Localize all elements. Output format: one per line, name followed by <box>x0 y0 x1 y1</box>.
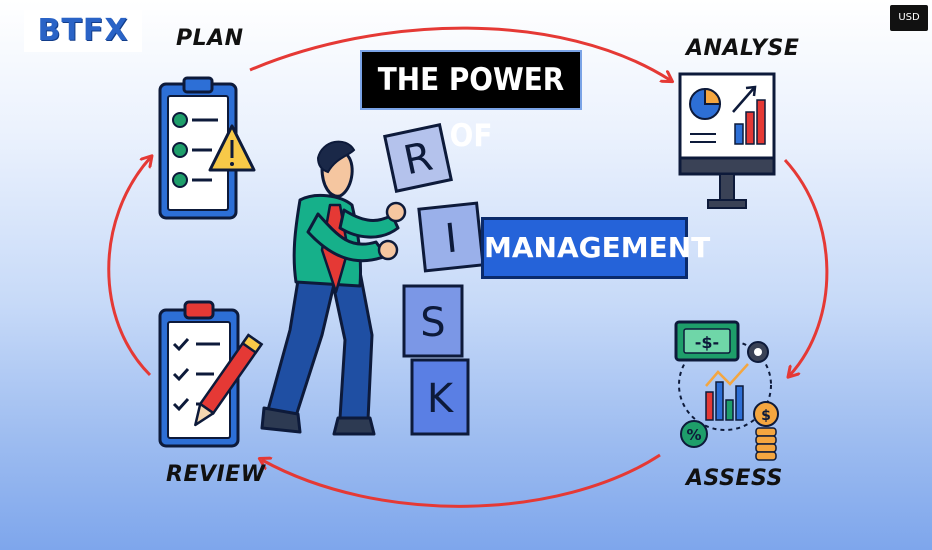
risk-block-i: I <box>417 201 485 273</box>
step-label-plan: PLAN <box>176 26 244 51</box>
arrow-analyse-to-assess <box>783 158 829 375</box>
person-figure <box>260 140 407 436</box>
clipboard-pencil-icon <box>158 300 264 448</box>
risk-block-k: K <box>410 358 470 436</box>
svg-text:-$-: -$- <box>695 333 719 352</box>
money-gear-chart-coins-icon: -$- % $ <box>674 320 779 461</box>
monitor-pie-bar-chart-icon <box>678 72 776 209</box>
clipboard-checklist-warning-icon <box>158 76 256 220</box>
step-label-assess: ASSESS <box>686 466 783 491</box>
title-power-of: THE POWER OF <box>360 50 582 154</box>
arrow-assess-to-review <box>262 453 661 508</box>
currency-button[interactable]: USD <box>890 5 928 31</box>
step-label-analyse: ANALYSE <box>686 36 800 61</box>
risk-block-s: S <box>402 284 464 358</box>
svg-text:K: K <box>427 376 455 422</box>
btfx-logo: BTFX <box>24 10 142 52</box>
svg-text:S: S <box>420 300 445 346</box>
arrow-review-to-plan <box>107 158 150 377</box>
svg-text:%: % <box>686 426 701 444</box>
title-management: MANAGEMENT <box>481 217 710 279</box>
risk-block-r: R <box>383 123 453 193</box>
svg-text:$: $ <box>761 408 771 424</box>
arrow-plan-to-analyse <box>249 26 670 80</box>
svg-text:I: I <box>443 215 460 262</box>
step-label-review: REVIEW <box>166 462 266 487</box>
